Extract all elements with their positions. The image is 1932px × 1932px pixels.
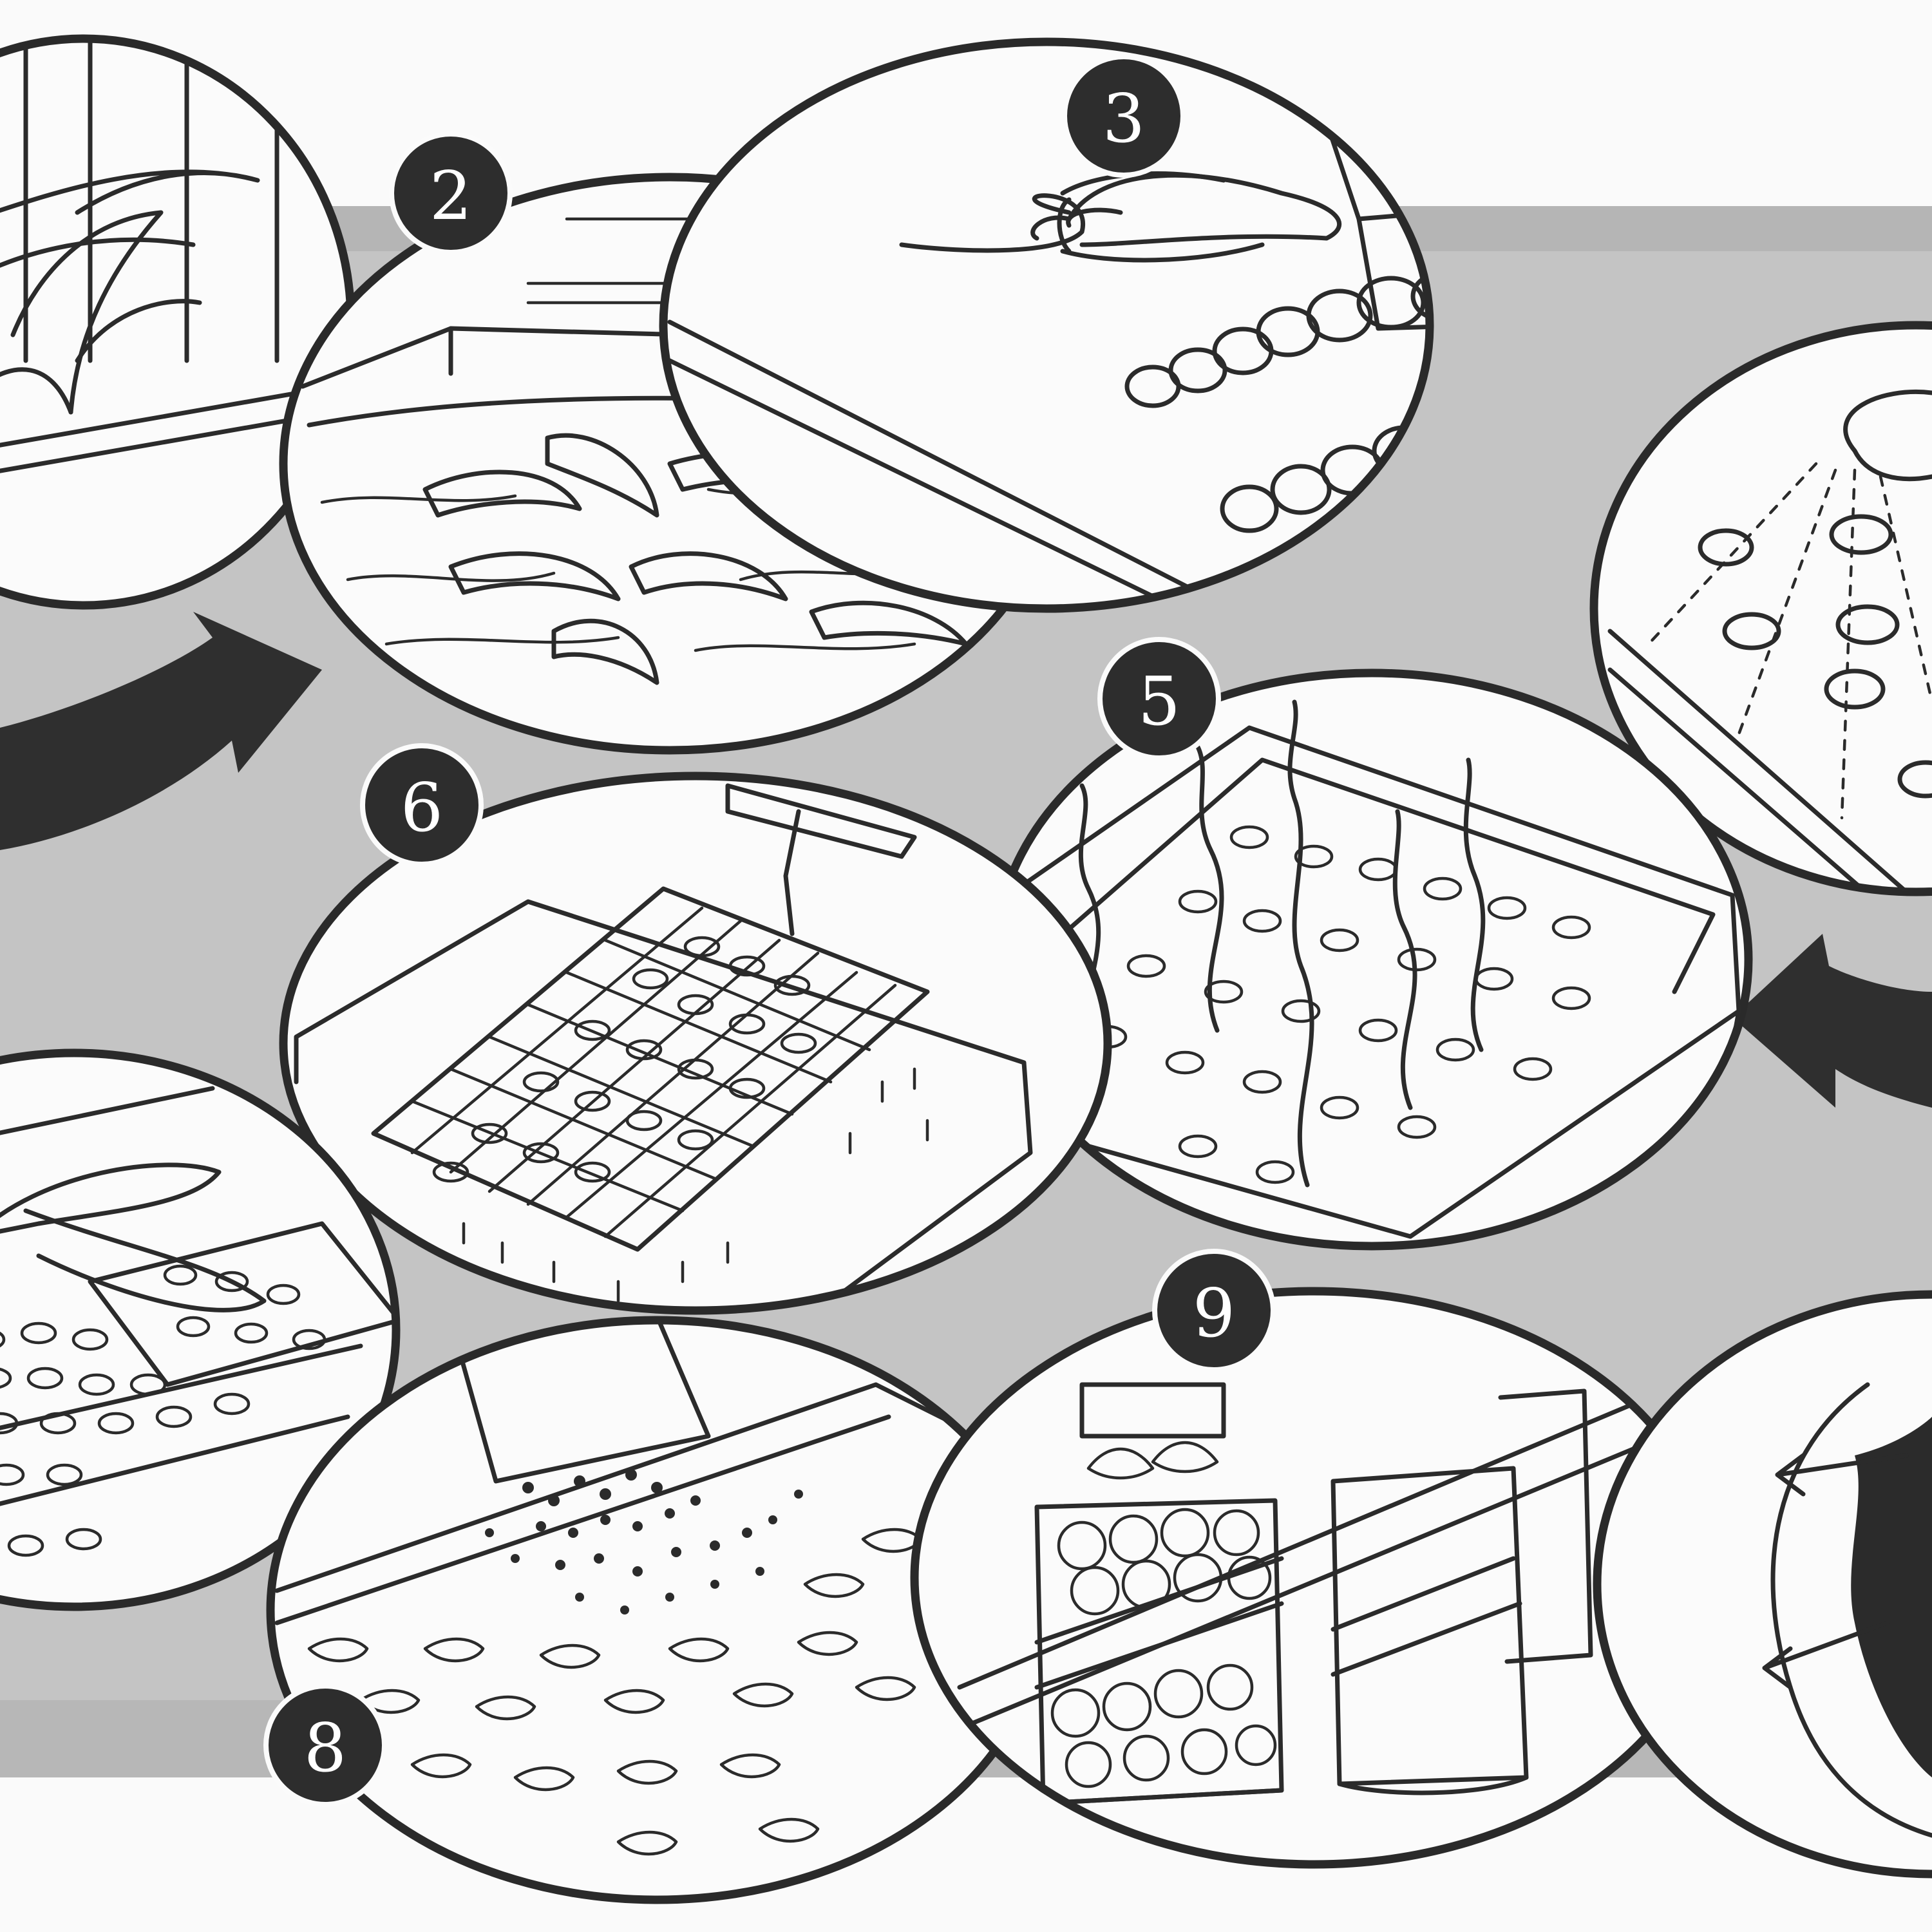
step-badge-5: 5 (1097, 637, 1221, 761)
step-badge-9: 9 (1152, 1249, 1276, 1372)
step-number-5: 5 (1138, 662, 1180, 741)
swirl-shape (1851, 1417, 1932, 1777)
tray-slices (1088, 825, 1591, 1184)
step-badge-2: 2 (389, 131, 513, 255)
panel-step-5 (990, 668, 1753, 1251)
panel-step-10 (1593, 1290, 1932, 1879)
panel-step-4 (1589, 321, 1932, 896)
dried-slices (307, 1528, 923, 1856)
right-flow-arrow (0, 612, 322, 850)
rack-slices (432, 936, 817, 1183)
step-badge-8: 8 (263, 1683, 387, 1807)
step-number-2: 2 (430, 156, 472, 235)
panel-step-3 (659, 37, 1434, 613)
step-number-8: 8 (304, 1709, 346, 1787)
granola-pour (485, 1469, 803, 1615)
left-flow-arrow (1732, 934, 1932, 1108)
baking-slices (0, 1264, 327, 1557)
panel-step-9 (910, 1287, 1718, 1869)
panel-step-6 (279, 772, 1112, 1315)
step-badge-6: 6 (360, 743, 484, 867)
jar-contents (1050, 1441, 1277, 1788)
step-number-9: 9 (1193, 1274, 1235, 1352)
step-number-3: 3 (1103, 79, 1145, 158)
step-badge-3: 3 (1062, 54, 1186, 178)
step-number-6: 6 (401, 768, 443, 847)
panel-step-7 (0, 1048, 401, 1611)
